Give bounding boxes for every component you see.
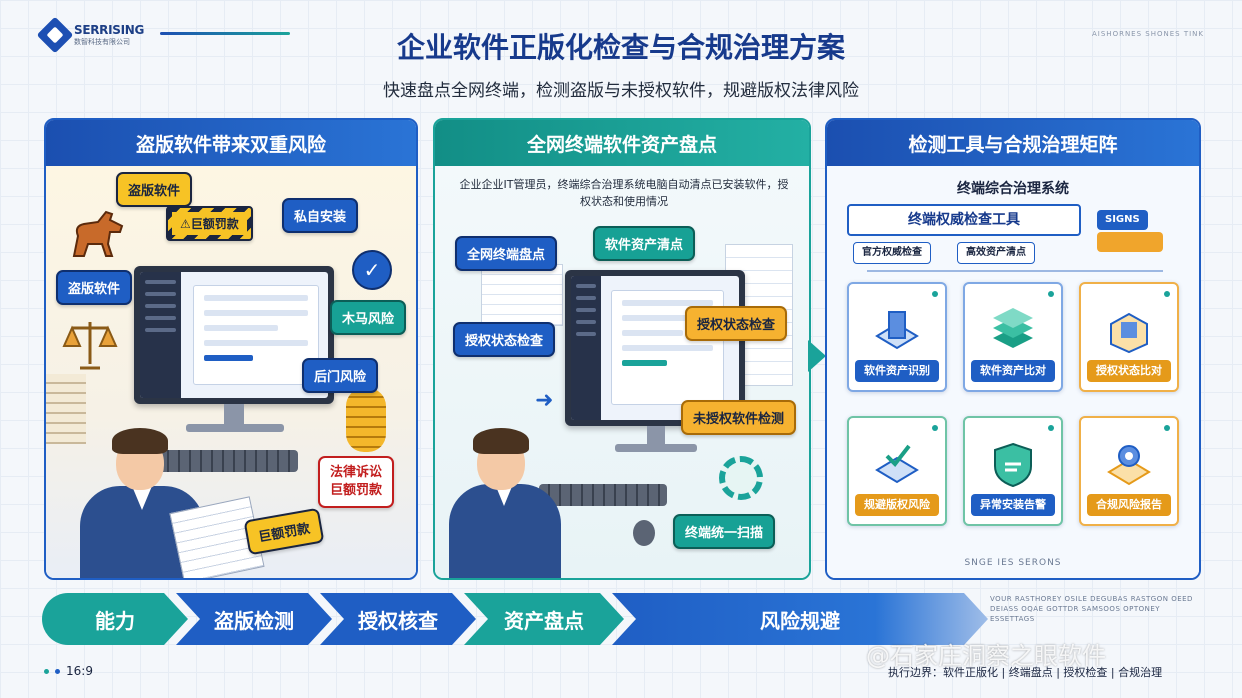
- pc-monitor: [134, 266, 334, 404]
- person-hair: [112, 428, 168, 454]
- module-label: 授权状态比对: [1087, 360, 1171, 382]
- module-label: 规避版权风险: [855, 494, 939, 516]
- scope-footer: 执行边界：软件正版化 | 终端盘点 | 授权检查 | 合规治理: [888, 666, 1163, 679]
- callout-pirate-software-left: 盗版软件: [56, 270, 133, 305]
- trojan-horse-icon: [72, 210, 124, 257]
- monitor-stand: [224, 404, 244, 426]
- watermark: @石家庄洞察之眼软件: [866, 642, 1106, 670]
- tag-official-check: 官方权威检查: [853, 242, 931, 264]
- callout-network-inventory: 全网终端盘点: [455, 236, 558, 271]
- gold-coins-icon: [346, 388, 386, 452]
- check-shield-icon: ✓: [352, 250, 392, 290]
- monitor-base: [186, 424, 284, 432]
- logo-subtitle: 数智科技有限公司: [74, 38, 130, 46]
- callout-asset-inventory: 软件资产清点: [593, 226, 696, 261]
- page-subtitle: 快速盘点全网终端，检测盗版与未授权软件，规避版权法律风险: [383, 81, 859, 101]
- matrix-connector-line: [867, 270, 1163, 272]
- panel3-footer-code: SNGE IES SERONS: [964, 558, 1062, 568]
- asset-identify-icon: [875, 311, 919, 350]
- background-document: [481, 264, 563, 326]
- callout-unauthorized-detect: 未授权软件检测: [681, 400, 797, 435]
- panel-compliance-matrix: 检测工具与合规治理矩阵 终端综合治理系统 终端权威检查工具 SIGNS 官方权威…: [825, 118, 1201, 580]
- module-abnormal-alert: 异常安装告警: [963, 416, 1063, 526]
- callout-backdoor-risk: 后门风险: [302, 358, 379, 393]
- callout-warning-fine: ⚠巨额罚款: [166, 206, 253, 241]
- system-name: 终端综合治理系统: [957, 181, 1069, 197]
- callout-license-check-left: 授权状态检查: [453, 322, 556, 357]
- callout-trojan-risk: 木马风险: [330, 300, 407, 335]
- box-check-icon: [875, 444, 919, 484]
- panel-piracy-risk: 盗版软件带来双重风险 ✓ 盗版软件 ⚠巨额罚款: [44, 118, 418, 580]
- document-stack: [46, 374, 86, 444]
- process-step-license-verify: 授权核查: [320, 593, 476, 645]
- ratio-dot-icon: [44, 668, 49, 674]
- panel2-illustration: 企业企业IT管理员，终端综合治理系统电脑自动清点已安装软件，授权状态和使用情况 …: [435, 166, 809, 578]
- shield-alert-icon: [994, 442, 1032, 488]
- callout-lawsuit: 法律诉讼 巨额罚款: [318, 456, 395, 508]
- panel1-illustration: ✓ 盗版软件 ⚠巨额罚款 私自安装 盗版软件 木马风险 后门风险 法律诉讼 巨额…: [46, 166, 416, 578]
- callout-pirate-software-top: 盗版软件: [116, 172, 193, 207]
- gear-scan-icon: [719, 456, 763, 500]
- company-logo: SERRISING 数智科技有限公司: [36, 16, 145, 54]
- module-license-compare: 授权状态比对: [1079, 282, 1179, 392]
- process-step-asset-inventory: 资产盘点: [464, 593, 624, 645]
- process-step-capability: 能力: [42, 593, 188, 645]
- gear-report-icon: [1107, 445, 1151, 486]
- license-box-icon: [1110, 312, 1148, 354]
- tool-name: 终端权威检查工具: [847, 204, 1081, 236]
- page-title: 企业软件正版化检查与合规治理方案: [396, 31, 845, 64]
- process-right-note: VOUR RASTHOREY OSILE DEGUBAS RASTGON OEE…: [990, 595, 1193, 623]
- computer-mouse: [633, 520, 655, 546]
- arrow-right-icon: ➜: [535, 388, 554, 413]
- panel2-intro: 企业企业IT管理员，终端综合治理系统电脑自动清点已安装软件，授权状态和使用情况: [459, 178, 789, 208]
- callout-unified-scan: 终端统一扫描: [673, 514, 776, 549]
- process-step-risk-avoid: 风险规避: [612, 593, 988, 645]
- module-copyright-risk: 规避版权风险: [847, 416, 947, 526]
- panel2-title: 全网终端软件资产盘点: [435, 120, 809, 166]
- panel-connector-arrow: [808, 340, 826, 372]
- justice-scale-icon: [62, 322, 118, 370]
- pc-monitor-2: [565, 270, 745, 426]
- callout-license-check-right: 授权状态检查: [685, 306, 788, 341]
- panel3-matrix: 终端综合治理系统 终端权威检查工具 SIGNS 官方权威检查 高效资产清点 软件…: [827, 166, 1199, 578]
- callout-fine-sign: 巨额罚款: [243, 507, 325, 556]
- keyboard: [158, 450, 298, 472]
- side-tag-top: SIGNS: [1097, 210, 1148, 230]
- panel1-title: 盗版软件带来双重风险: [46, 120, 416, 166]
- module-label: 软件资产识别: [855, 360, 939, 382]
- aspect-ratio-label: 16:9: [44, 664, 93, 678]
- header-accent-line: [160, 32, 290, 35]
- logo-name: SERRISING: [74, 23, 145, 37]
- module-asset-compare: 软件资产比对: [963, 282, 1063, 392]
- top-right-code: AISHORNES SHONES TINK: [1092, 30, 1204, 38]
- callout-private-install: 私自安装: [282, 198, 359, 233]
- module-label: 异常安装告警: [971, 494, 1055, 516]
- side-tag-bar: [1097, 232, 1163, 252]
- process-step-piracy-detect: 盗版检测: [176, 593, 332, 645]
- tag-fast-inventory: 高效资产清点: [957, 242, 1035, 264]
- stacked-layers-icon: [993, 308, 1033, 348]
- panel-asset-inventory: 全网终端软件资产盘点 企业企业IT管理员，终端综合治理系统电脑自动清点已安装软件…: [433, 118, 811, 580]
- module-label: 合规风险报告: [1087, 494, 1171, 516]
- module-risk-report: 合规风险报告: [1079, 416, 1179, 526]
- panel3-title: 检测工具与合规治理矩阵: [827, 120, 1199, 166]
- keyboard-2: [539, 484, 667, 506]
- module-asset-identify: 软件资产识别: [847, 282, 947, 392]
- module-label: 软件资产比对: [971, 360, 1055, 382]
